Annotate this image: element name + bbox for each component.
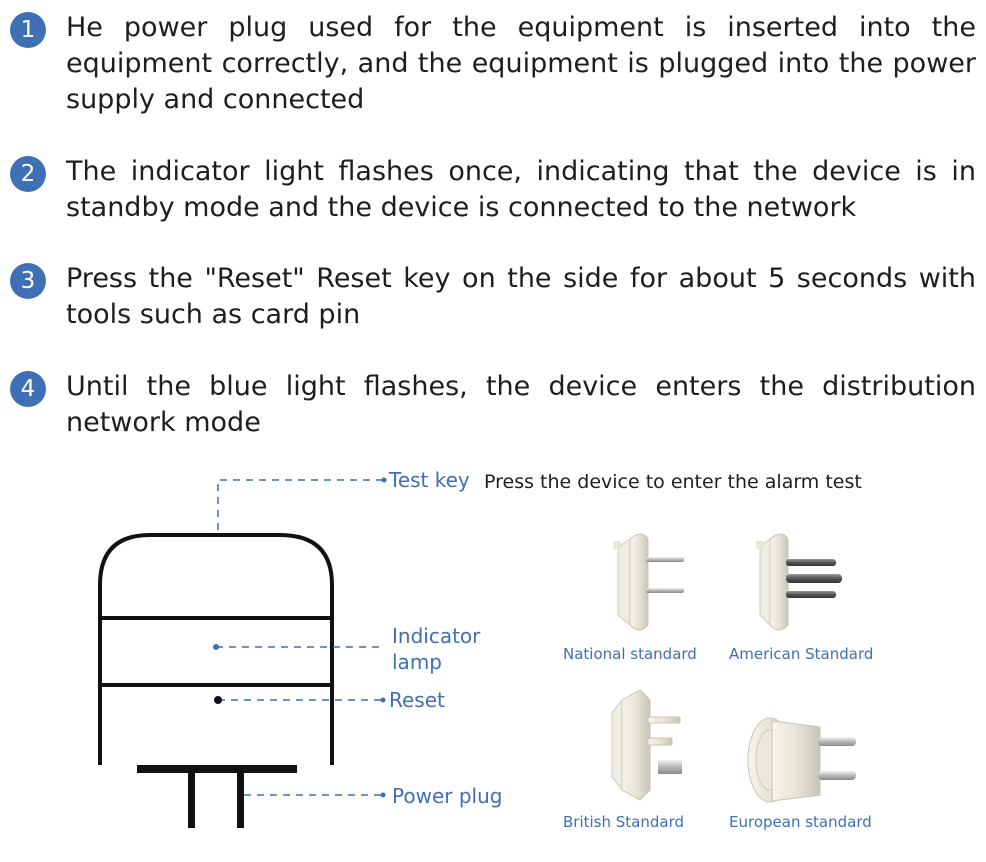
plug-caption-british: British Standard	[563, 813, 685, 831]
device-body	[98, 533, 334, 765]
indicator-label-line2: lamp	[392, 650, 442, 674]
step-number-badge: 1	[10, 12, 46, 48]
device-base	[137, 765, 297, 773]
step-number-badge: 4	[10, 371, 46, 407]
indicator-label-line1: Indicator	[392, 624, 481, 648]
step-number-badge: 3	[10, 263, 46, 299]
plug-caption-national: National standard	[563, 645, 697, 663]
step-text: Until the blue light flashes, the device…	[66, 371, 976, 438]
test-key-description: Press the device to enter the alarm test	[484, 471, 862, 493]
national-plug-icon	[613, 533, 684, 631]
british-plug-icon	[611, 689, 682, 801]
step-number-badge: 2	[10, 156, 46, 192]
plug-gallery	[611, 533, 856, 803]
reset-label: Reset	[389, 688, 445, 712]
european-plug-icon	[747, 717, 856, 803]
test-key-label: Test key	[389, 468, 470, 492]
device-diagram: Test key Press the device to enter the a…	[0, 455, 986, 862]
plug-prong-left	[188, 773, 195, 828]
american-plug-icon	[756, 533, 842, 631]
step-text: Press the "Reset" Reset key on the side …	[66, 263, 976, 330]
step-text: He power plug used for the equipment is …	[66, 12, 976, 115]
plug-prong-right	[237, 773, 244, 828]
power-plug-label: Power plug	[392, 784, 503, 808]
step-text: The indicator light flashes once, indica…	[66, 156, 976, 223]
plug-caption-european: European standard	[729, 813, 872, 831]
plug-caption-american: American Standard	[729, 645, 874, 663]
test-key-leader	[217, 479, 383, 530]
reset-hole-icon	[214, 696, 222, 704]
device-outline-icon	[98, 477, 387, 828]
